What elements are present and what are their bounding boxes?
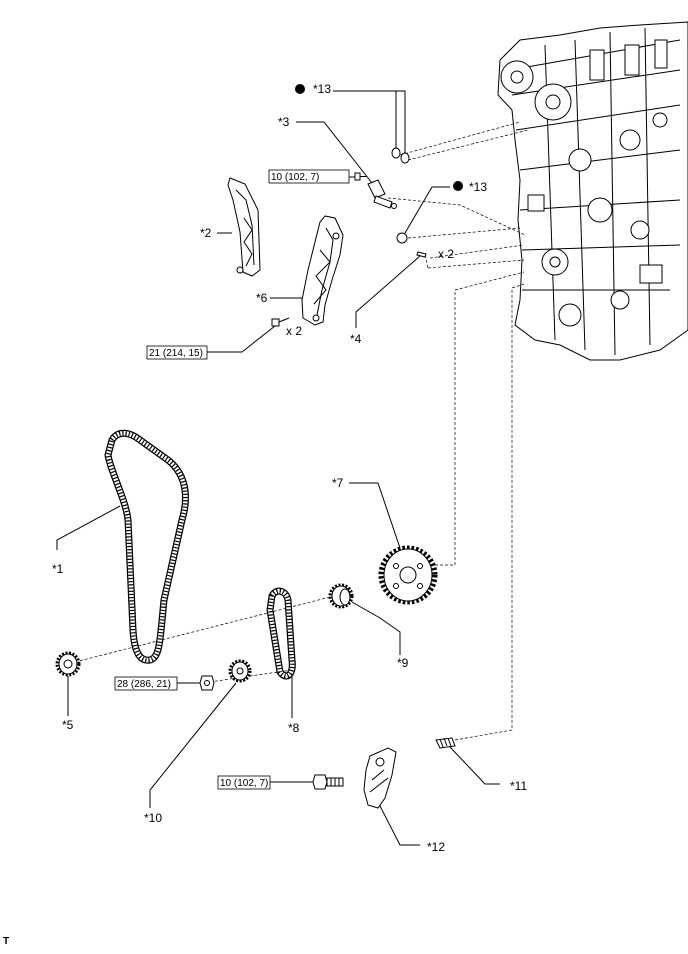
small-bolt	[354, 172, 367, 181]
chain-tensioner-slipper	[301, 215, 344, 326]
chain-guide	[227, 177, 261, 277]
oil-pump-drive-sprocket	[378, 545, 438, 605]
oil-pump-sprocket-nut	[199, 675, 215, 691]
oil-pump-chain-tensioner-plate	[363, 747, 397, 809]
straight-pin	[355, 251, 427, 328]
o-ring-single	[396, 186, 450, 244]
callout-8: *8	[288, 721, 300, 735]
callout-9: *9	[397, 656, 409, 670]
callout-4: *4	[350, 332, 362, 346]
quantity-pins: x 2	[438, 247, 454, 261]
tensioner-plate-bolt	[312, 774, 344, 790]
callout-11: *11	[510, 779, 527, 793]
torque-value-2: 21 (214, 15)	[149, 348, 203, 359]
callout-3: *3	[278, 115, 290, 129]
engine-block	[497, 21, 688, 361]
non-reusable-mark-icon-2	[453, 181, 463, 191]
o-ring-pair	[333, 90, 410, 164]
callout-13-top: *13	[313, 82, 331, 96]
callout-12: *12	[427, 840, 445, 854]
tensioner-bolt	[271, 317, 290, 327]
timing-chain	[104, 429, 189, 664]
torque-value-3: 28 (286, 21)	[117, 679, 171, 690]
assembly-guide-lines	[74, 121, 529, 741]
non-reusable-mark-icon	[295, 84, 305, 94]
torque-value-1: 10 (102, 7)	[271, 172, 319, 183]
callout-6: *6	[256, 291, 268, 305]
corner-mark: T	[3, 936, 9, 947]
chain-tensioner-spring	[435, 737, 500, 785]
callout-10: *10	[144, 811, 162, 825]
callout-2: *2	[200, 226, 212, 240]
crankshaft-timing-sprocket	[55, 651, 81, 677]
torque-value-4: 10 (102, 7)	[220, 778, 268, 789]
callout-7: *7	[332, 476, 344, 490]
oil-pump-driven-sprocket	[228, 659, 252, 683]
quantity-bolts-tensioner: x 2	[286, 324, 302, 338]
oil-pump-chain	[266, 587, 296, 680]
oil-control-valve	[296, 121, 397, 209]
callout-5: *5	[62, 718, 74, 732]
callout-13-right: *13	[469, 180, 487, 194]
callout-1: *1	[52, 562, 64, 576]
crankshaft-spacer-sprocket	[328, 583, 354, 609]
